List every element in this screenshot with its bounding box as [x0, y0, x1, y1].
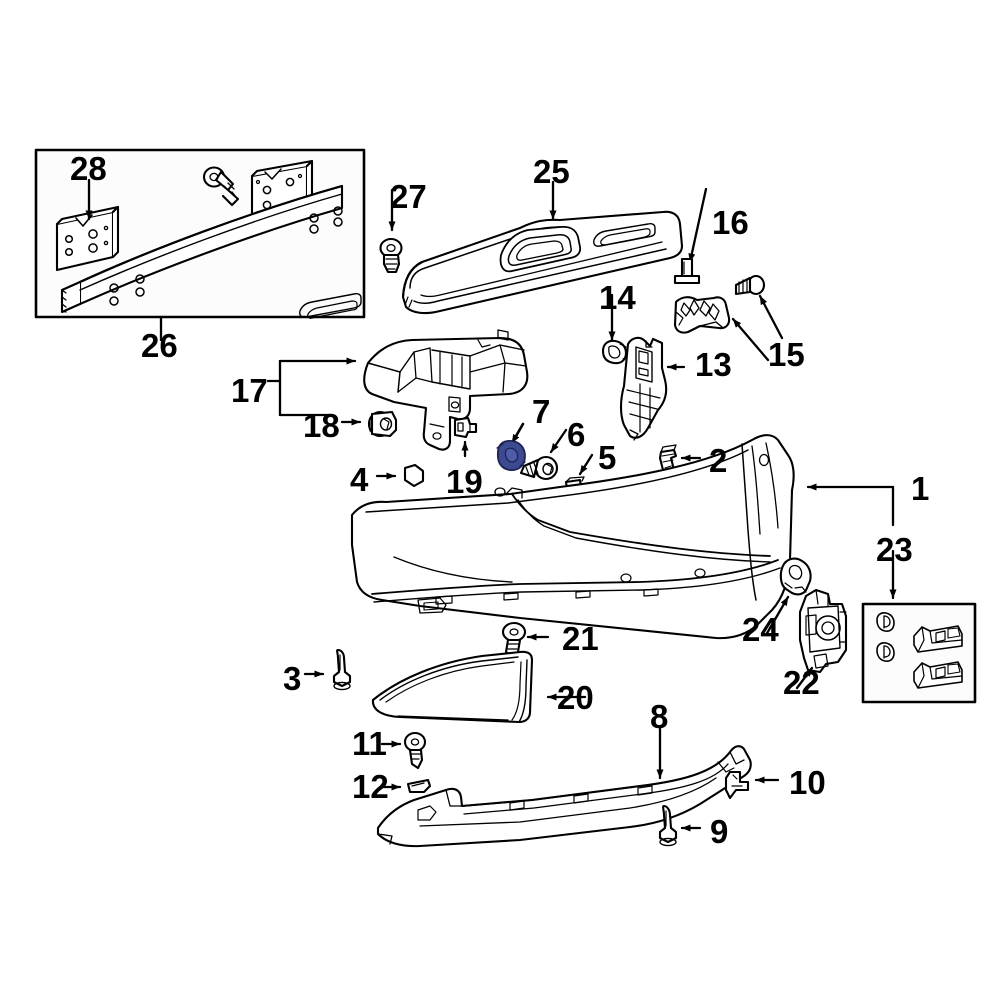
part-10-bracket-clip [724, 770, 780, 800]
part-27-bolt [379, 188, 403, 274]
part-6-bolt [519, 428, 568, 481]
callout-6: 6 [567, 416, 586, 453]
leader-24 [764, 595, 790, 637]
part-3-push-pin [303, 648, 352, 691]
callout-8: 8 [650, 698, 669, 735]
leader-16 [688, 187, 708, 264]
part-22-sonar-sensor [795, 588, 848, 690]
part-12-wedge-clip [380, 778, 432, 794]
part-26-reinforcement-bar [60, 184, 344, 314]
part-24-retainer [764, 557, 812, 637]
leader-5 [578, 453, 594, 476]
part-18-bolt [340, 410, 398, 438]
part-11-screw [380, 731, 427, 770]
part-25-energy-absorber [299, 180, 684, 319]
inset-box-23 [861, 485, 977, 704]
leader-22 [795, 666, 814, 690]
part-15-bracket [673, 296, 731, 334]
callout-21: 21 [562, 620, 599, 657]
part-20-garnish [371, 650, 587, 724]
callout-9: 9 [710, 813, 729, 850]
callout-2: 2 [709, 442, 728, 479]
callout-13: 13 [695, 346, 732, 383]
callout-14: 14 [599, 279, 636, 316]
part-7-highlighted-fastener [496, 422, 526, 471]
part-21-screw [501, 621, 550, 658]
callout-24: 24 [742, 611, 779, 648]
callout-23: 23 [876, 531, 913, 568]
part-4-nut [375, 463, 425, 488]
callout-3: 3 [283, 660, 302, 697]
part-14-grommet [601, 293, 629, 365]
callout-10: 10 [789, 764, 826, 801]
callout-7: 7 [532, 393, 551, 430]
leader-15b [758, 294, 784, 340]
reinforcement-bolt-inset [202, 166, 240, 207]
callout-15: 15 [768, 336, 805, 373]
part-8-lower-valance [376, 726, 752, 848]
part-17-bracket [363, 329, 529, 451]
callout-11: 11 [352, 725, 387, 762]
callout-4: 4 [350, 461, 369, 498]
callout-19: 19 [446, 463, 483, 500]
callout-12: 12 [352, 768, 389, 805]
leader-7 [510, 422, 525, 445]
part-9-push-pin [658, 804, 702, 847]
callout-17: 17 [231, 372, 268, 409]
callout-25: 25 [533, 153, 570, 190]
leader-6 [549, 428, 568, 454]
part-16-stud [673, 187, 708, 285]
leader-15a [731, 317, 770, 362]
callout-18: 18 [303, 407, 340, 444]
callout-26: 26 [141, 327, 178, 364]
inset-box-26 [34, 148, 366, 319]
callout-5: 5 [598, 439, 617, 476]
leader-17 [266, 357, 357, 417]
part-1-bumper-cover [350, 434, 895, 640]
callout-28: 28 [70, 150, 107, 187]
callout-20: 20 [557, 679, 594, 716]
callout-22: 22 [783, 664, 820, 701]
part-13-retainer [619, 336, 686, 441]
callout-1: 1 [911, 470, 930, 507]
part-19-clip [453, 416, 478, 458]
callout-27: 27 [390, 178, 427, 215]
part-15-bolt [734, 274, 766, 296]
callout-16: 16 [712, 204, 749, 241]
